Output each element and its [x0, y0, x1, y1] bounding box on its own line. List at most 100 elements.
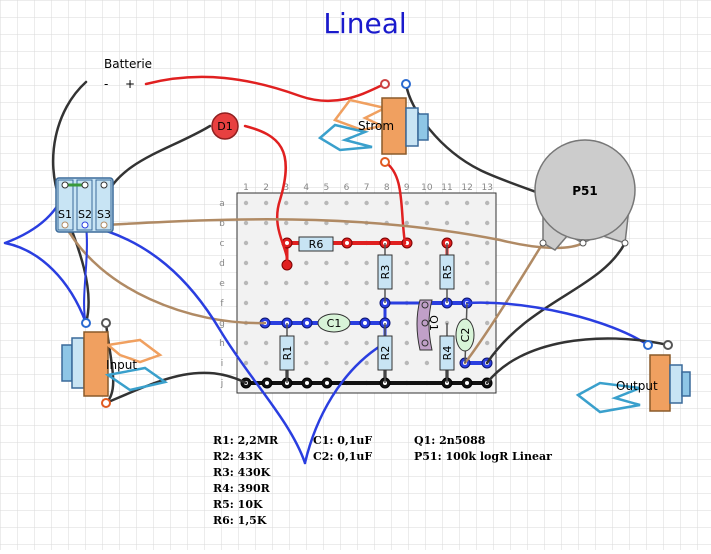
input-jack[interactable]: Input: [61, 318, 169, 408]
board-hole: [324, 360, 329, 366]
board-hole: [485, 240, 490, 246]
parts-q1: Q1: 2n5088: [414, 434, 486, 447]
board-hole: [485, 260, 490, 266]
wire-board-output-blue: [465, 301, 650, 347]
board-hole: [464, 220, 470, 226]
board-hole: [243, 300, 249, 306]
parts-r6: R6: 1,5K: [213, 514, 267, 527]
jack-tab-blue-icon: [317, 123, 373, 152]
led-icon: [211, 112, 239, 140]
board-hole: [464, 260, 470, 266]
r3-label: R3: [379, 265, 392, 280]
r1-label: R1: [281, 346, 294, 361]
board-col-label: 1: [243, 183, 249, 193]
board-row-label: a: [219, 199, 225, 209]
wire-led-r6: [243, 124, 289, 267]
pot-p51[interactable]: P51: [534, 139, 636, 251]
board-hole: [324, 260, 329, 266]
resistor-r5[interactable]: R5: [439, 243, 455, 303]
wire-pot-board-black: [485, 241, 627, 365]
board-hole: [263, 300, 269, 306]
r6-label: R6: [309, 238, 324, 251]
resistor-r3[interactable]: R3: [377, 243, 393, 303]
board-hole: [284, 280, 289, 286]
resistor-r4[interactable]: R4: [439, 323, 455, 383]
r5-label: R5: [441, 265, 454, 280]
diagram-title: Lineal: [323, 7, 406, 40]
board-hole: [444, 220, 450, 226]
board-hole: [404, 200, 409, 206]
output-jack[interactable]: Output: [575, 340, 691, 414]
resistor-r2[interactable]: R2: [377, 323, 393, 383]
board-hole: [464, 200, 470, 206]
power-jack[interactable]: Strom: [317, 79, 429, 167]
board-row-label: i: [221, 359, 224, 369]
r2-label: R2: [379, 346, 392, 361]
board-col-label: 7: [364, 183, 370, 193]
board-hole: [444, 200, 450, 206]
resistor-r6[interactable]: R6: [298, 236, 334, 252]
board-hole: [284, 220, 289, 226]
board-hole: [404, 220, 409, 226]
pot-label: P51: [572, 184, 598, 198]
board-hole: [324, 300, 329, 306]
input-tab-orange-icon: [105, 338, 163, 364]
resistor-r1[interactable]: R1: [279, 323, 295, 383]
board-col-label: 8: [384, 183, 390, 193]
parts-r4: R4: 390R: [213, 482, 271, 495]
board-hole: [243, 280, 249, 286]
switch-3pdt[interactable]: S1 S2 S3: [55, 177, 114, 233]
c2-label: C2: [459, 328, 472, 343]
board-hole: [364, 340, 369, 346]
board-hole: [304, 260, 309, 266]
parts-col-3: Q1: 2n5088 P51: 100k logR Linear: [414, 434, 552, 463]
parts-r5: R5: 10K: [213, 498, 263, 511]
board-hole: [364, 200, 369, 206]
battery-label: Batterie: [104, 57, 152, 71]
c1-label: C1: [327, 317, 342, 330]
board-col-label: 10: [421, 183, 433, 193]
board-col-label: 4: [303, 183, 309, 193]
transistor-q1[interactable]: Q1: [416, 299, 440, 351]
capacitor-c1[interactable]: C1: [317, 313, 351, 333]
board-col-label: 12: [461, 183, 472, 193]
parts-list: R1: 2,2MR R2: 43K R3: 430K R4: 390R R5: …: [213, 434, 552, 527]
board-hole: [304, 200, 309, 206]
board-col-label: 9: [404, 183, 410, 193]
board-hole: [344, 360, 349, 366]
power-jack-label: Strom: [358, 119, 394, 133]
board-row-label: f: [220, 299, 224, 309]
jack-tab-orange-icon: [332, 98, 389, 132]
board-hole: [344, 340, 349, 346]
board-hole: [243, 260, 249, 266]
board-hole: [384, 200, 389, 206]
q1-label: Q1: [427, 315, 440, 331]
board-hole: [243, 220, 249, 226]
pot-knob-icon: [534, 139, 636, 241]
battery-plus-label: +: [125, 77, 135, 91]
board-hole: [324, 340, 329, 346]
board-row-label: g: [219, 319, 225, 329]
wire-switch-blue: [84, 223, 307, 465]
board-hole: [424, 360, 430, 366]
board-col-label: 5: [324, 183, 330, 193]
parts-r2: R2: 43K: [213, 450, 263, 463]
switch-label-s1: S1: [58, 208, 72, 221]
wire-input-ground: [104, 371, 248, 405]
board-hole: [324, 280, 329, 286]
board-hole: [404, 260, 409, 266]
board-hole: [424, 260, 430, 266]
board-components: R6 R3 R5 R1 R2 R4: [279, 236, 475, 383]
board-row-label: e: [219, 279, 225, 289]
capacitor-c2[interactable]: C2: [455, 302, 475, 364]
board-row-label: b: [219, 219, 225, 229]
board-hole: [263, 240, 269, 246]
board-hole: [364, 300, 369, 306]
led-d1[interactable]: D1: [211, 112, 239, 140]
board-hole: [263, 220, 269, 226]
board-hole: [424, 240, 430, 246]
board-row-label: j: [220, 379, 224, 389]
board-hole: [485, 200, 490, 206]
board-hole: [464, 280, 470, 286]
input-jack-label: Input: [106, 358, 137, 372]
